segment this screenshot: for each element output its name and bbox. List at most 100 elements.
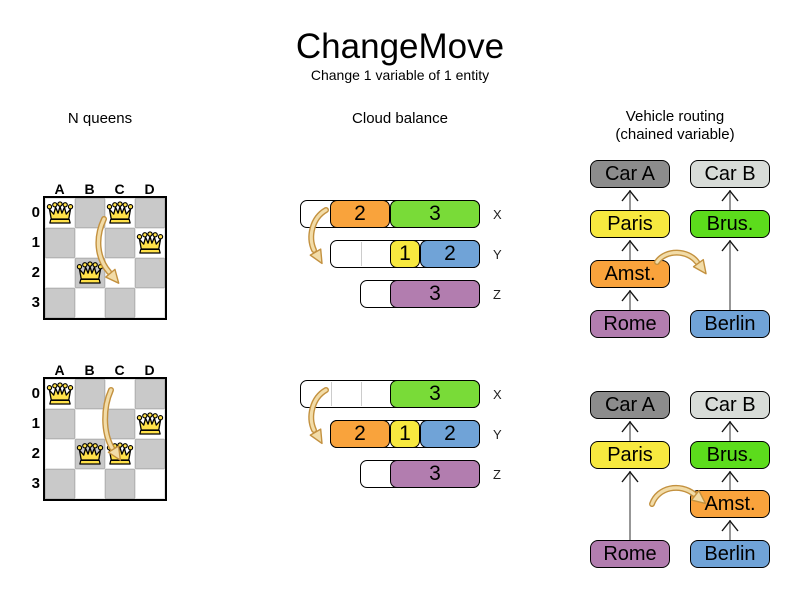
vehicle-box-carb: Car B [690,160,770,188]
queen-icon-D1 [136,231,164,254]
board-cell-B3 [75,469,105,499]
cloud-computer-label-before-Y: Y [493,247,502,262]
chevron-up-arrowhead-icon [621,420,639,433]
cloud-process-block-after-Y: 2 [330,420,390,448]
move-arrow-vehicle-after [650,486,696,506]
cloud-process-block-after-Z: 3 [390,460,480,488]
move-arrowhead-icon-vehicle-before [692,258,707,275]
vehicle-box-brus: Brus. [690,210,770,238]
nqueens-board-after: A B C D 0 1 2 3 [32,362,167,501]
board-cell-C0 [105,379,135,409]
page-subtitle: Change 1 variable of 1 entity [310,67,490,83]
chevron-up-arrowhead-icon [721,519,739,532]
bar-unit-divider [361,242,362,266]
move-arrowhead-icon-cloud-after [309,428,323,445]
board-cell-B1 [75,409,105,439]
vehicle-box-paris: Paris [590,210,670,238]
column-label-A: A [54,181,66,197]
cloud-computer-label-after-Y: Y [493,427,502,442]
cloud-computer-label-after-X: X [493,387,502,402]
queen-icon-D1 [136,412,164,435]
vehicle-box-berlin: Berlin [690,310,770,338]
chevron-up-arrowhead-icon [721,420,739,433]
board-cell-D0 [135,379,165,409]
column-label-B: B [84,181,96,197]
column-label-C: C [114,181,126,197]
column-label-B: B [84,362,96,378]
row-label-2: 2 [31,445,40,462]
board-cell-A3 [45,469,75,499]
vehicle-box-rome: Rome [590,540,670,568]
board-cell-D2 [135,258,165,288]
board-cell-C3 [105,288,135,318]
bar-unit-divider [361,382,362,406]
vehicle-box-cara: Car A [590,391,670,419]
queen-icon-A0 [46,382,74,405]
column-label-D: D [144,181,156,197]
nqueens-board-before: A B C D 0 1 2 3 [32,181,167,320]
board-cell-C1 [105,228,135,258]
chevron-up-arrowhead-icon [621,189,639,202]
column-label-D: D [144,362,156,378]
bar-unit-divider [331,382,332,406]
queen-icon-B2 [76,442,104,465]
vehicle-box-brus: Brus. [690,441,770,469]
vehicle-box-berlin: Berlin [690,540,770,568]
row-label-1: 1 [31,415,40,432]
board-cell-B3 [75,288,105,318]
vehicle-box-carb: Car B [690,391,770,419]
board-cell-A2 [45,439,75,469]
move-arrow-outline-vehicle-after [649,484,697,507]
section-title-nqueens: N queens [67,110,133,127]
cloud-process-block-after-Y: 1 [390,420,420,448]
cloud-process-block-before-X: 3 [390,200,480,228]
cloud-process-block-after-Y: 2 [420,420,480,448]
vehicle-title-line1: Vehicle routing [625,108,725,125]
column-label-C: C [114,362,126,378]
board-cell-B0 [75,379,105,409]
column-label-A: A [54,362,66,378]
cloud-computer-label-before-X: X [493,207,502,222]
board-cell-C1 [105,409,135,439]
board-cell-D2 [135,439,165,469]
chevron-up-arrowhead-icon [721,239,739,252]
vehicle-title-line2: (chained variable) [615,126,735,143]
board-cell-C2 [105,258,135,288]
board-cell-A2 [45,258,75,288]
board-cell-A3 [45,288,75,318]
vehicle-box-cara: Car A [590,160,670,188]
chevron-up-arrowhead-icon [621,239,639,252]
cloud-computer-label-after-Z: Z [493,467,501,482]
row-label-2: 2 [31,264,40,281]
board-cell-D3 [135,288,165,318]
row-label-0: 0 [31,204,40,221]
queen-icon-B2 [76,261,104,284]
board-cell-B1 [75,228,105,258]
cloud-process-block-before-Y: 2 [420,240,480,268]
row-label-3: 3 [31,475,40,492]
chevron-up-arrowhead-icon [721,470,739,483]
section-title-vehicle: Vehicle routing (chained variable) [590,108,760,144]
row-label-1: 1 [31,234,40,251]
board-cell-A1 [45,228,75,258]
cloud-process-block-after-X: 3 [390,380,480,408]
board-cell-C3 [105,469,135,499]
cloud-computer-label-before-Z: Z [493,287,501,302]
chevron-up-arrowhead-icon [621,470,639,483]
vehicle-box-amst: Amst. [690,490,770,518]
board-cell-D3 [135,469,165,499]
page-title: ChangeMove [295,27,505,66]
chevron-up-arrowhead-icon [621,289,639,302]
row-label-0: 0 [31,385,40,402]
section-title-cloud: Cloud balance [352,110,448,127]
board-cell-B0 [75,198,105,228]
board-cell-D0 [135,198,165,228]
move-arrowhead-icon-cloud-before [309,248,323,265]
cloud-process-block-before-Y: 1 [390,240,420,268]
queen-icon-C0 [106,201,134,224]
row-label-3: 3 [31,294,40,311]
queen-icon-C2 [106,442,134,465]
queen-icon-A0 [46,201,74,224]
vehicle-box-amst: Amst. [590,260,670,288]
